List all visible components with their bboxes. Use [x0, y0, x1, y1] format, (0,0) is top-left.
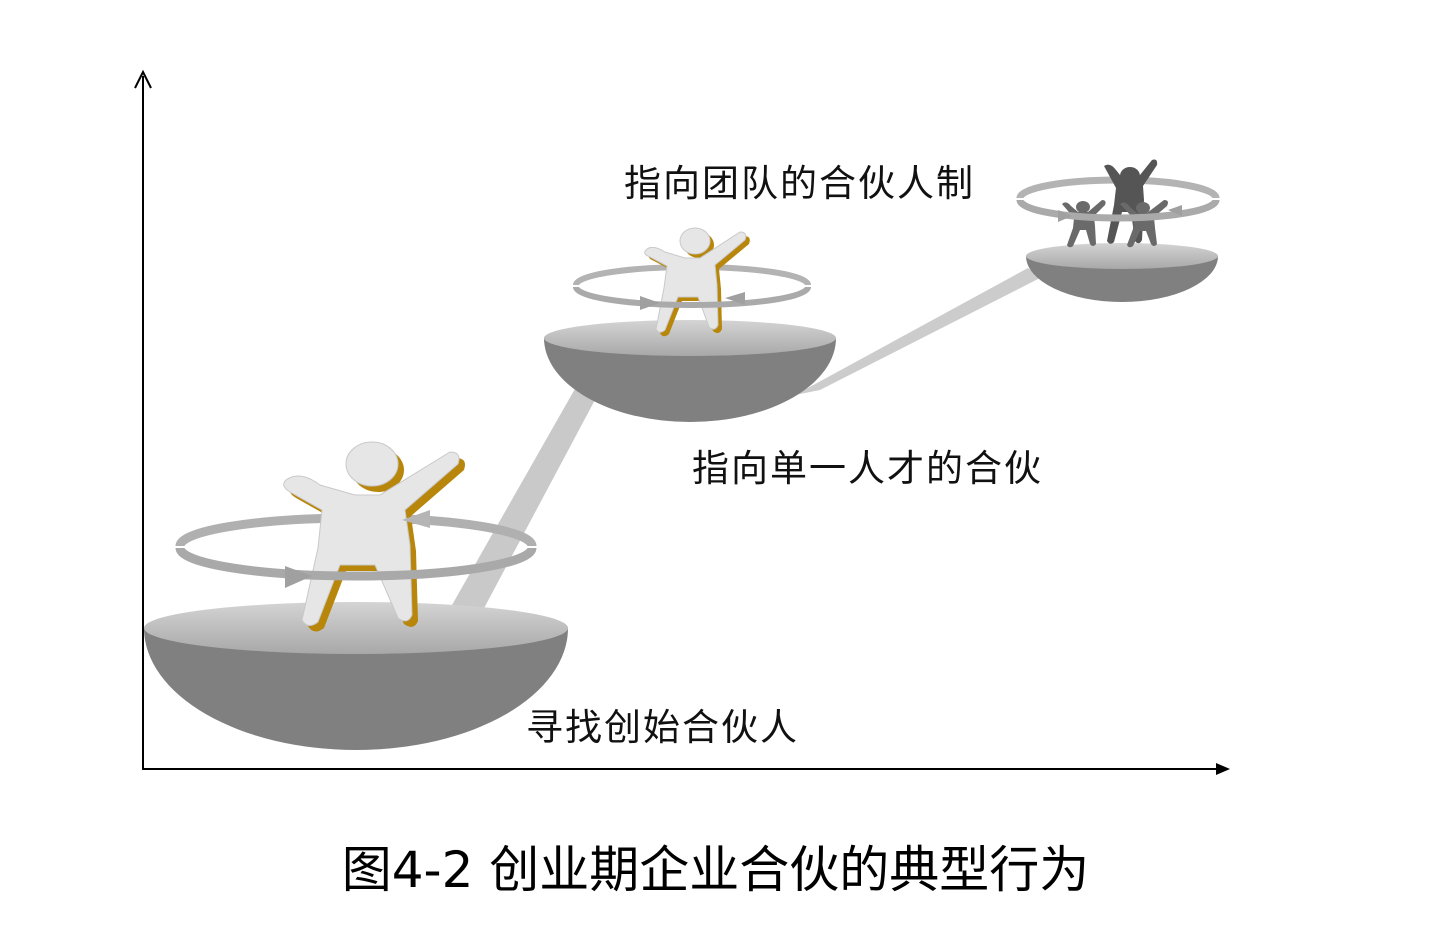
- bowl-3: [1026, 256, 1218, 302]
- beam-1-2: [448, 380, 596, 612]
- bowl-1: [144, 628, 568, 750]
- arrow-1-right: [285, 566, 312, 588]
- team-icon: [1062, 159, 1168, 248]
- arrow-3-left: [1168, 205, 1182, 216]
- stage-1: [144, 441, 568, 750]
- x-axis-arrow: [1216, 763, 1230, 775]
- ring-1-front: [175, 547, 537, 581]
- figure-caption: 图4-2 创业期企业合伙的典型行为: [341, 841, 1090, 899]
- stage-1-label: 寻找创始合伙人: [526, 706, 799, 749]
- axes: [134, 69, 1230, 775]
- stage-2: [544, 227, 836, 422]
- arrow-2-left: [725, 292, 745, 305]
- y-axis-arrow: [134, 69, 152, 89]
- bowl-3-top: [1026, 243, 1218, 269]
- single-person-icon: [283, 441, 465, 632]
- bowl-2: [544, 338, 836, 422]
- arrow-2-right: [640, 296, 660, 310]
- bowl-1-top: [144, 602, 568, 654]
- ring-3-front: [1016, 199, 1220, 222]
- stage-2-label: 指向单一人才的合伙: [692, 447, 1043, 490]
- stage-3-label: 指向团队的合伙人制: [624, 162, 975, 205]
- beam-2-3: [795, 268, 1040, 395]
- ring-2-front: [573, 286, 811, 308]
- arrow-1-left: [402, 510, 430, 528]
- arrow-3-right: [1058, 210, 1072, 222]
- stage-3: [1016, 159, 1220, 302]
- bowl-2-top: [544, 320, 836, 356]
